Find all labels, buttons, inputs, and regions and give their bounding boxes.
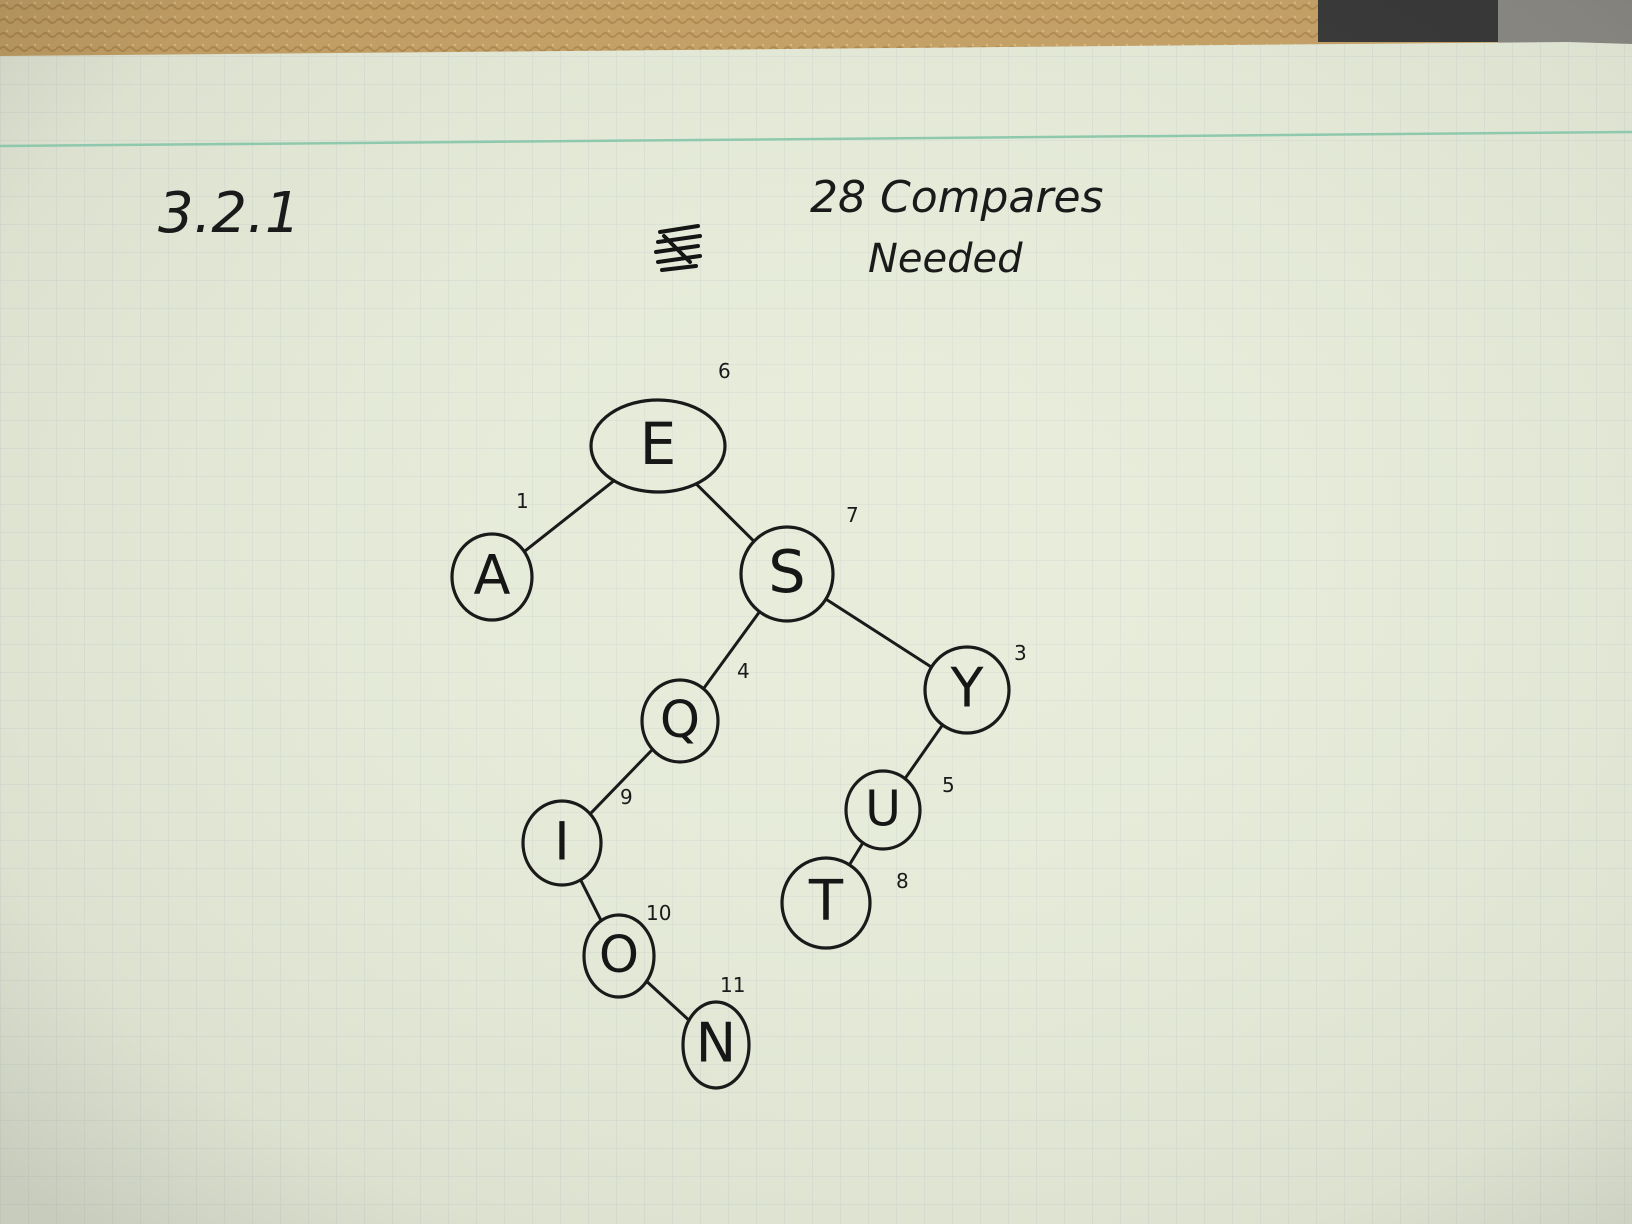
node-letter: N xyxy=(696,1012,736,1075)
node-insert-order: 11 xyxy=(720,973,745,997)
tree-edge-o-n xyxy=(645,979,691,1022)
node-insert-order: 1 xyxy=(516,489,529,513)
node-circle xyxy=(923,645,1011,735)
node-circle xyxy=(582,913,656,999)
node-letter: Y xyxy=(950,657,985,720)
node-letter: E xyxy=(640,410,677,478)
tree-edge-s-y xyxy=(824,597,933,669)
node-circle xyxy=(844,769,922,851)
tree-node-o: O 10 xyxy=(582,901,671,999)
tree-node-n: N 11 xyxy=(681,973,751,1090)
tree-node-e: E6 xyxy=(589,359,731,494)
paper-top-margin-line xyxy=(0,130,1632,148)
node-insert-order: 5 xyxy=(942,773,955,797)
node-letter: A xyxy=(474,544,511,607)
tree-edge-i-o xyxy=(579,878,603,923)
tree-edge-u-t xyxy=(847,841,865,867)
node-circle xyxy=(640,678,720,764)
compares-note-line1: 28 Compares xyxy=(810,172,1103,223)
tree-node-a: A1 xyxy=(450,489,534,622)
node-circle xyxy=(589,398,727,494)
compares-note-line2: Needed xyxy=(868,236,1023,282)
node-insert-order: 8 xyxy=(896,869,909,893)
node-insert-order: 10 xyxy=(646,901,671,925)
tree-edge-s-q xyxy=(701,610,762,691)
tree-edge-y-u xyxy=(903,723,945,781)
node-insert-order: 4 xyxy=(737,659,750,683)
node-circle xyxy=(739,525,835,623)
tree-edges xyxy=(522,479,945,1022)
exercise-label: 3.2.1 xyxy=(158,181,301,246)
node-circle xyxy=(521,799,603,887)
tree-node-i: I9 xyxy=(521,785,633,887)
node-circle xyxy=(681,1000,751,1090)
node-letter: S xyxy=(768,537,805,606)
tree-node-s: S7 xyxy=(739,503,859,623)
tree-edge-e-s xyxy=(694,482,756,543)
scribble-mark xyxy=(654,224,702,272)
node-letter: I xyxy=(554,812,570,873)
tree-node-y: Y3 xyxy=(923,641,1027,735)
node-letter: U xyxy=(865,781,901,838)
tree-edge-e-a xyxy=(522,479,616,554)
node-insert-order: 9 xyxy=(620,785,633,809)
dark-object-corner xyxy=(1318,0,1498,42)
node-circle xyxy=(780,856,872,950)
tree-edge-q-i xyxy=(588,747,655,816)
tree-node-q: Q4 xyxy=(640,659,750,764)
node-letter: O xyxy=(599,926,639,985)
node-insert-order: 6 xyxy=(718,359,731,383)
node-insert-order: 7 xyxy=(846,503,859,527)
node-insert-order: 3 xyxy=(1014,641,1027,665)
node-letter: Q xyxy=(660,691,700,750)
node-letter: T xyxy=(808,869,844,934)
node-circle xyxy=(450,532,534,622)
